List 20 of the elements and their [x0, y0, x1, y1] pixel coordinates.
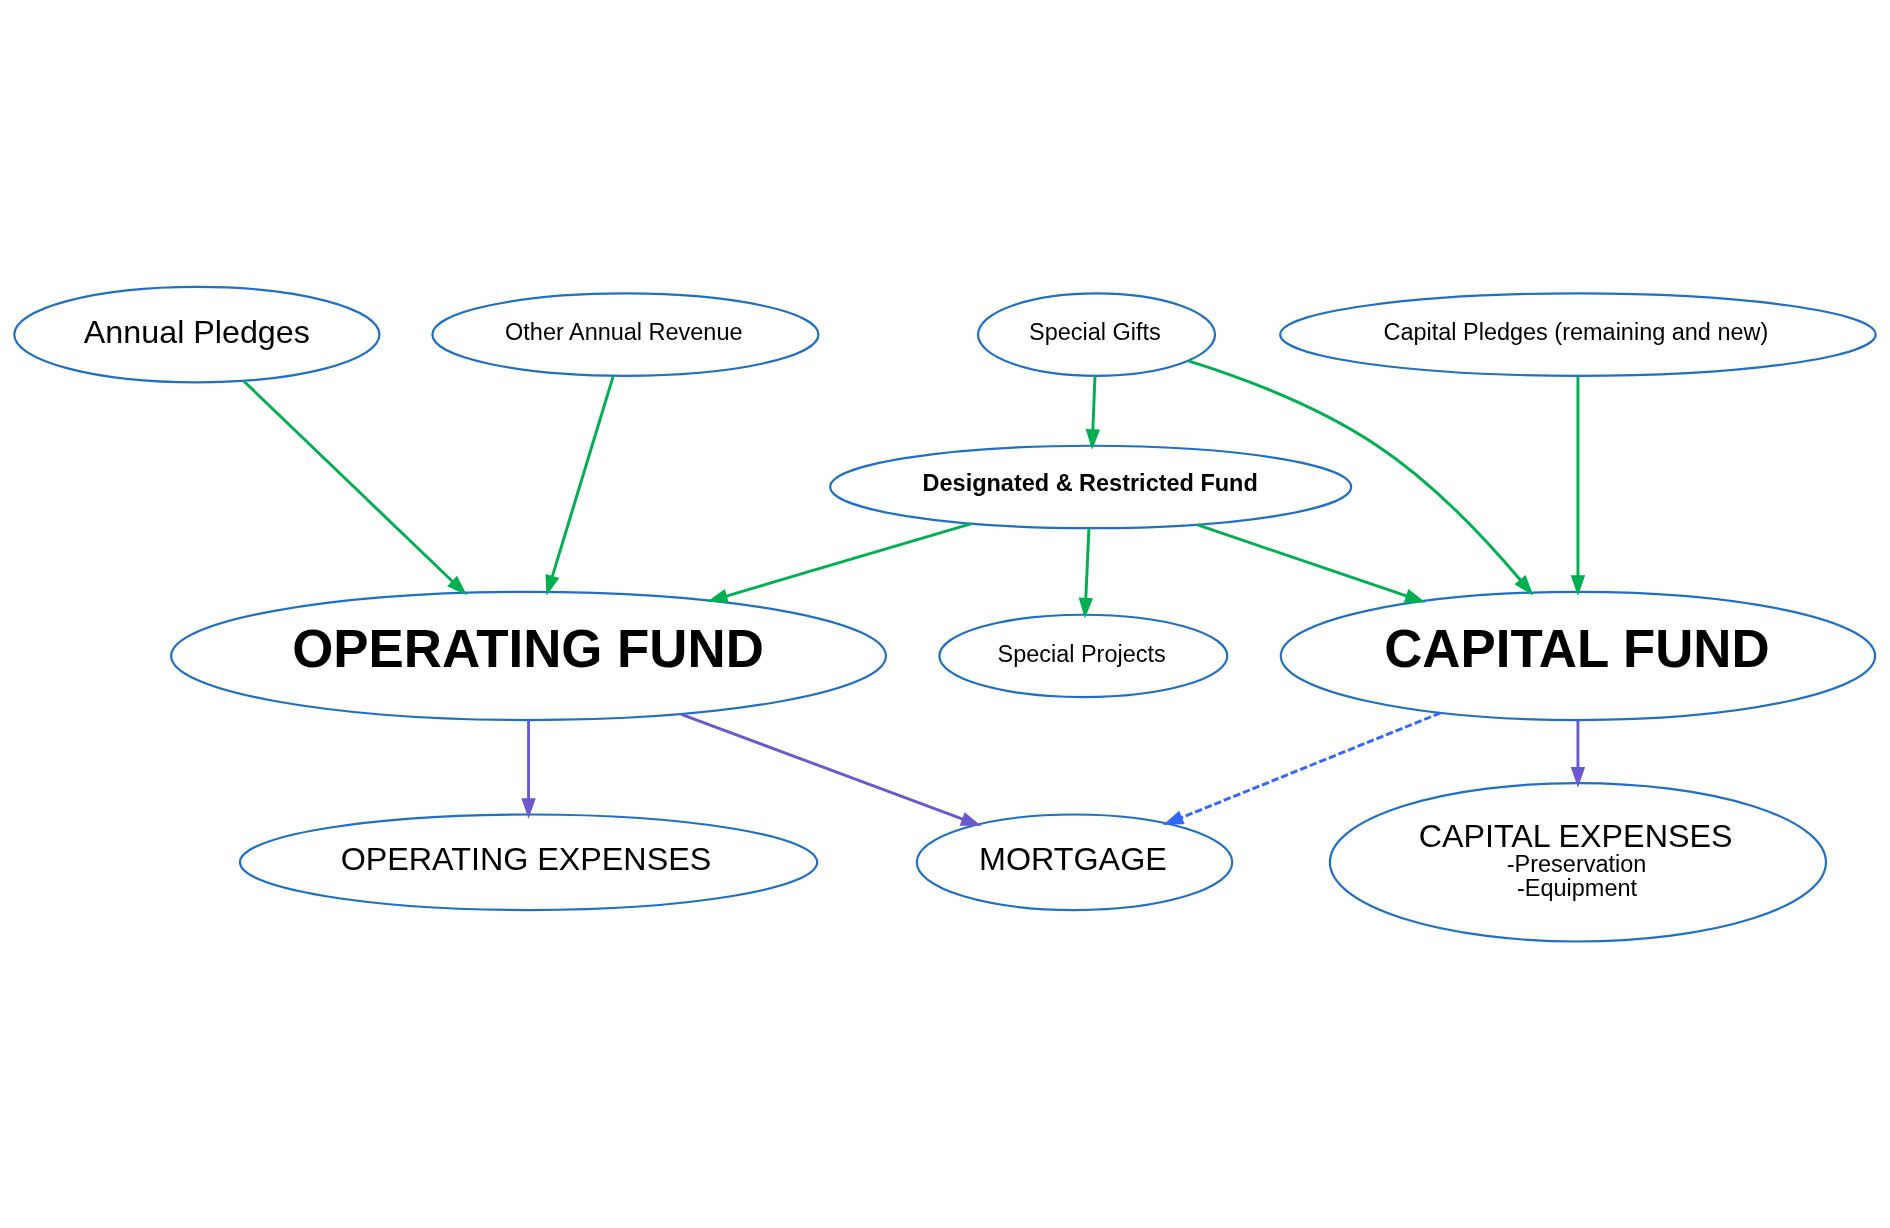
- node-ellipse: Designated & Restricted Fund: [829, 444, 1353, 530]
- arrow: [242, 379, 467, 596]
- node-ellipse: Other Annual Revenue: [431, 292, 820, 377]
- node-ellipse: Capital Pledges (remaining and new): [1279, 292, 1877, 377]
- arrow: [1570, 376, 1586, 596]
- arrow: [1085, 376, 1101, 450]
- arrow: [1188, 359, 1534, 596]
- arrow: [707, 522, 972, 603]
- node-ellipse: OPERATING EXPENSES: [238, 813, 819, 912]
- arrow: [680, 712, 982, 827]
- arrow: [1197, 523, 1426, 603]
- node-ellipse: Special Projects: [938, 613, 1229, 699]
- node-ellipse: Annual Pledges: [13, 285, 381, 384]
- node-ellipse: Special Gifts: [976, 292, 1217, 377]
- arrow: [521, 720, 536, 819]
- node-ellipse: CAPITAL EXPENSES -Preservation -Equipment: [1328, 781, 1828, 943]
- arrow: [1078, 528, 1094, 619]
- arrow: [545, 375, 615, 596]
- arrow: [1162, 711, 1441, 826]
- arrow: [1570, 720, 1586, 788]
